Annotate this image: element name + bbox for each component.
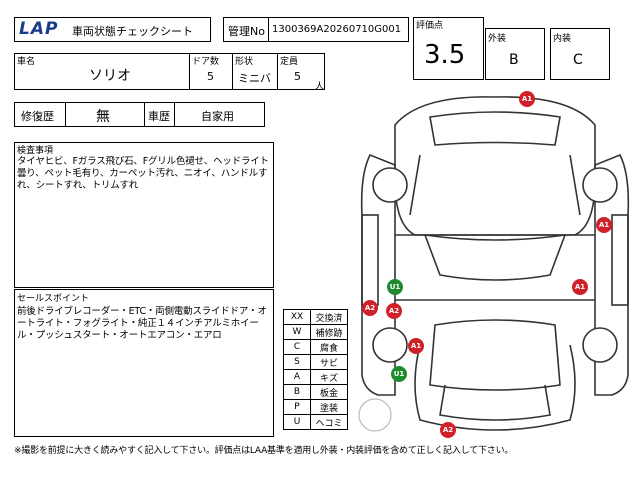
naiso-box [550,28,610,80]
legend-meaning: 腐食 [310,339,348,355]
damage-mark: A1 [572,279,588,295]
damage-mark: A1 [596,217,612,233]
legend-meaning: サビ [310,354,348,370]
shareki-value-box [174,102,265,127]
door-value: 5 [207,70,214,83]
sales-box [14,289,274,437]
legend-code: S [283,354,311,370]
sales-text: 前後ドライブレコーダー・ETC・両側電動スライドドア・オートライト・フォグライト… [17,306,267,341]
hyoka-label: 評価点 [416,21,444,31]
car-diagram [358,96,630,432]
damage-mark: A2 [440,422,456,438]
naiso-label: 内装 [553,34,572,44]
legend-meaning: 板金 [310,384,348,400]
legend-code: U [283,414,311,430]
kanri-value-box [268,17,409,42]
logo: LAP [19,19,59,39]
damage-mark: U1 [387,279,403,295]
legend-meaning: 補修跡 [310,324,348,340]
door-label: ドア数 [192,57,220,67]
damage-mark: U1 [391,366,407,382]
legend-code: B [283,384,311,400]
teiin-label: 定員 [280,57,299,67]
legend-code: P [283,399,311,415]
shufuku-value: 無 [96,109,110,125]
shamei-label: 車名 [17,57,36,67]
shufuku-label: 修復歴 [21,110,54,123]
sheet-title: 車両状態チェックシート [72,25,193,38]
shamei-value: ソリオ [89,68,131,84]
footer-note: ※撮影を前提に大きく読みやすく記入して下さい。評価点はLAA基準を適用し外装・内… [14,446,514,456]
teiin-unit: 人 [315,82,325,92]
kanri-label: 管理No [228,25,265,38]
hyoka-value: 3.5 [424,40,466,70]
gaiso-value: B [509,52,519,68]
damage-mark: A2 [386,303,402,319]
damage-mark: A2 [362,300,378,316]
damage-mark: A1 [408,338,424,354]
sales-label: セールスポイント [17,294,90,304]
kanri-value: 1300369A20260710G001 [272,24,402,35]
gaiso-box [485,28,545,80]
header-title-box [14,17,211,42]
keijo-label: 形状 [235,57,254,67]
hyoka-box [413,17,484,80]
inspection-box [14,142,274,288]
legend-code: C [283,339,311,355]
inspection-text: タイヤヒビ、Fガラス飛び石、Fグリル色褪せ、ヘッドライト曇り、ペット毛有り、カー… [17,156,269,191]
teiin-value: 5 [294,70,301,83]
legend-code: XX [283,309,311,325]
keijo-value: ミニバ [238,72,271,85]
naiso-value: C [573,52,583,68]
teiin-box [277,53,325,90]
damage-mark: A1 [519,91,535,107]
legend-meaning: 交換済 [310,309,348,325]
shareki-value: 自家用 [201,110,234,123]
legend-code: A [283,369,311,385]
legend-meaning: 塗装 [310,399,348,415]
gaiso-label: 外装 [488,34,507,44]
shareki-label: 車歴 [148,110,170,123]
legend-meaning: ヘコミ [310,414,348,430]
inspection-label: 検査事項 [17,146,54,156]
legend-meaning: キズ [310,369,348,385]
legend-code: W [283,324,311,340]
